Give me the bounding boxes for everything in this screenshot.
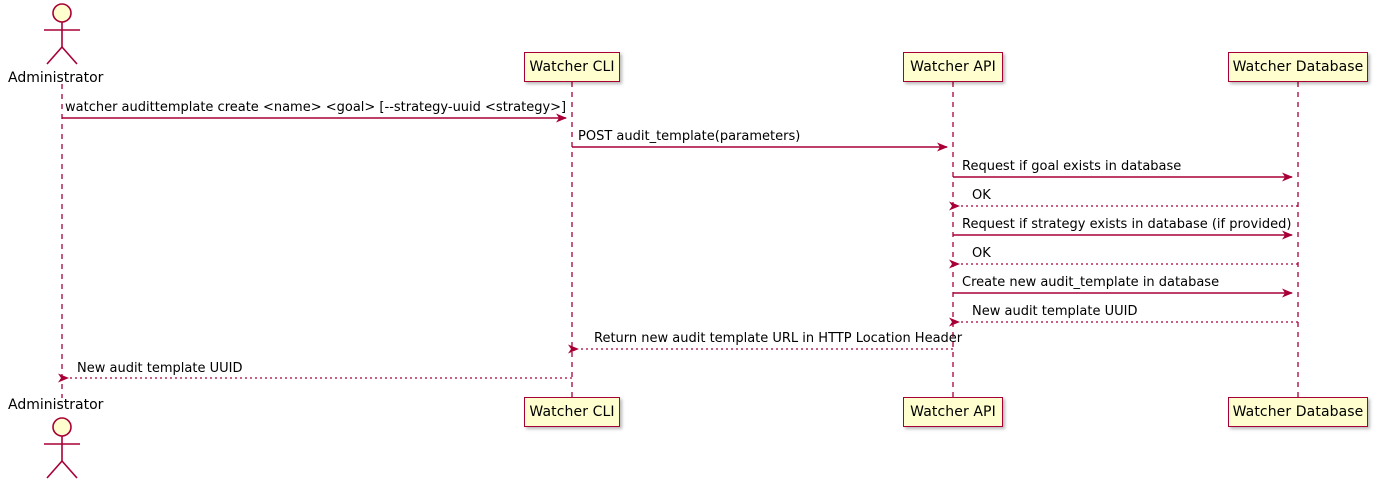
message-label-2: POST audit_template(parameters) xyxy=(578,129,801,144)
message-label-9: Return new audit template URL in HTTP Lo… xyxy=(594,331,963,346)
participant-watcher-api-top[interactable]: Watcher API xyxy=(903,52,1003,82)
participant-watcher-api-bottom[interactable]: Watcher API xyxy=(903,397,1003,427)
participant-watcher-database-top[interactable]: Watcher Database xyxy=(1228,52,1368,82)
message-label-1: watcher audittemplate create <name> <goa… xyxy=(65,100,567,115)
message-label-5: Request if strategy exists in database (… xyxy=(962,217,1292,232)
participant-watcher-database-bottom[interactable]: Watcher Database xyxy=(1228,397,1368,427)
participant-label: Watcher Database xyxy=(1232,404,1364,420)
participant-label: Watcher API xyxy=(910,59,996,75)
participant-label: Watcher API xyxy=(910,404,996,420)
message-label-7: Create new audit_template in database xyxy=(962,275,1220,290)
participant-label: Watcher CLI xyxy=(529,59,615,75)
participant-watcher-cli-top[interactable]: Watcher CLI xyxy=(524,52,620,82)
participant-label: Watcher CLI xyxy=(529,404,615,420)
message-label-8: New audit template UUID xyxy=(972,304,1138,319)
message-label-6: OK xyxy=(972,246,991,261)
actor-label-administrator-top: Administrator xyxy=(8,70,104,86)
actor-label-administrator-bottom: Administrator xyxy=(8,397,104,413)
participant-watcher-cli-bottom[interactable]: Watcher CLI xyxy=(524,397,620,427)
message-label-10: New audit template UUID xyxy=(77,361,243,376)
message-label-4: OK xyxy=(972,188,991,203)
participant-label: Watcher Database xyxy=(1232,59,1364,75)
message-label-3: Request if goal exists in database xyxy=(962,159,1182,174)
actor-icon-administrator-top xyxy=(44,3,80,65)
actor-icon-administrator-bottom xyxy=(44,417,80,479)
